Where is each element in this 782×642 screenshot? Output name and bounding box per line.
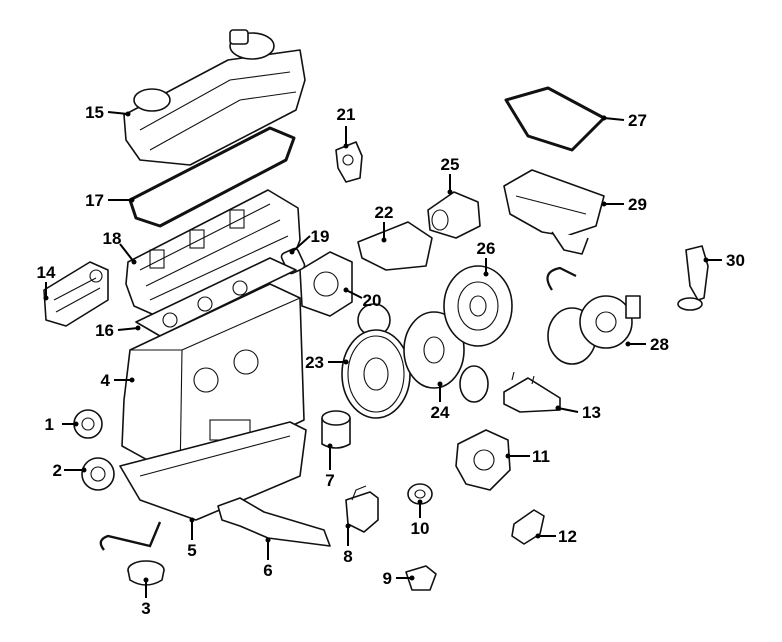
callout-leaders bbox=[43, 111, 722, 598]
part-08-engine-mount bbox=[345, 485, 379, 533]
part-13-brace bbox=[503, 371, 561, 413]
part-28-turbocharger bbox=[546, 266, 641, 365]
callout-13: 13 bbox=[582, 403, 601, 422]
part-23-flywheel bbox=[341, 329, 411, 419]
part-12-bracket bbox=[511, 509, 545, 545]
callout-20: 20 bbox=[363, 291, 382, 310]
part-15-valve-cover bbox=[123, 29, 306, 166]
part-05-oil-pan bbox=[119, 421, 307, 521]
callout-6: 6 bbox=[263, 561, 272, 580]
callout-25: 25 bbox=[441, 155, 460, 174]
callout-9: 9 bbox=[383, 569, 392, 588]
part-06-mount-bracket bbox=[217, 497, 331, 547]
part-22-heat-shield bbox=[357, 221, 433, 271]
part-07-oil-filter bbox=[321, 410, 351, 449]
callout-3: 3 bbox=[141, 599, 150, 618]
part-25-starter bbox=[427, 191, 481, 239]
part-21-thermostat bbox=[335, 141, 363, 183]
callout-7: 7 bbox=[325, 471, 334, 490]
callout-12: 12 bbox=[558, 527, 577, 546]
part-27-gasket bbox=[504, 86, 606, 152]
part-10-bushing bbox=[407, 483, 433, 505]
callout-18: 18 bbox=[103, 229, 122, 248]
part-16-head-gasket bbox=[135, 257, 297, 337]
callout-2: 2 bbox=[53, 461, 62, 480]
part-03-oil-pickup bbox=[99, 521, 165, 586]
callout-30: 30 bbox=[726, 251, 745, 270]
callout-16: 16 bbox=[95, 321, 114, 340]
part-14-timing-cover bbox=[43, 261, 109, 327]
callout-26: 26 bbox=[477, 239, 496, 258]
callout-24: 24 bbox=[431, 403, 450, 422]
callout-15: 15 bbox=[85, 103, 104, 122]
part-11-water-pump bbox=[455, 429, 511, 491]
part-02-pulley bbox=[81, 457, 115, 491]
callout-11: 11 bbox=[532, 447, 550, 466]
callout-1: 1 bbox=[45, 415, 54, 434]
callout-23: 23 bbox=[305, 353, 324, 372]
callout-21: 21 bbox=[337, 105, 356, 124]
callout-22: 22 bbox=[375, 203, 394, 222]
callout-14: 14 bbox=[37, 263, 56, 282]
part-30-dipstick-tube bbox=[677, 245, 709, 311]
callout-5: 5 bbox=[187, 541, 196, 560]
callout-10: 10 bbox=[411, 519, 430, 538]
callout-labels: 1 2 3 4 5 6 7 8 9 10 11 12 13 14 15 16 1… bbox=[37, 103, 745, 618]
callout-17: 17 bbox=[85, 191, 104, 210]
part-29-housing bbox=[503, 169, 605, 255]
callout-19: 19 bbox=[311, 227, 330, 246]
callout-29: 29 bbox=[628, 195, 647, 214]
part-26-pressure-plate bbox=[443, 265, 513, 347]
callout-27: 27 bbox=[628, 111, 647, 130]
callout-4: 4 bbox=[101, 371, 111, 390]
callout-28: 28 bbox=[650, 335, 669, 354]
part-09-small-bracket bbox=[405, 565, 437, 591]
part-24-clutch-disc bbox=[403, 311, 489, 403]
part-17-cover-gasket bbox=[128, 126, 296, 228]
callout-8: 8 bbox=[343, 547, 352, 566]
